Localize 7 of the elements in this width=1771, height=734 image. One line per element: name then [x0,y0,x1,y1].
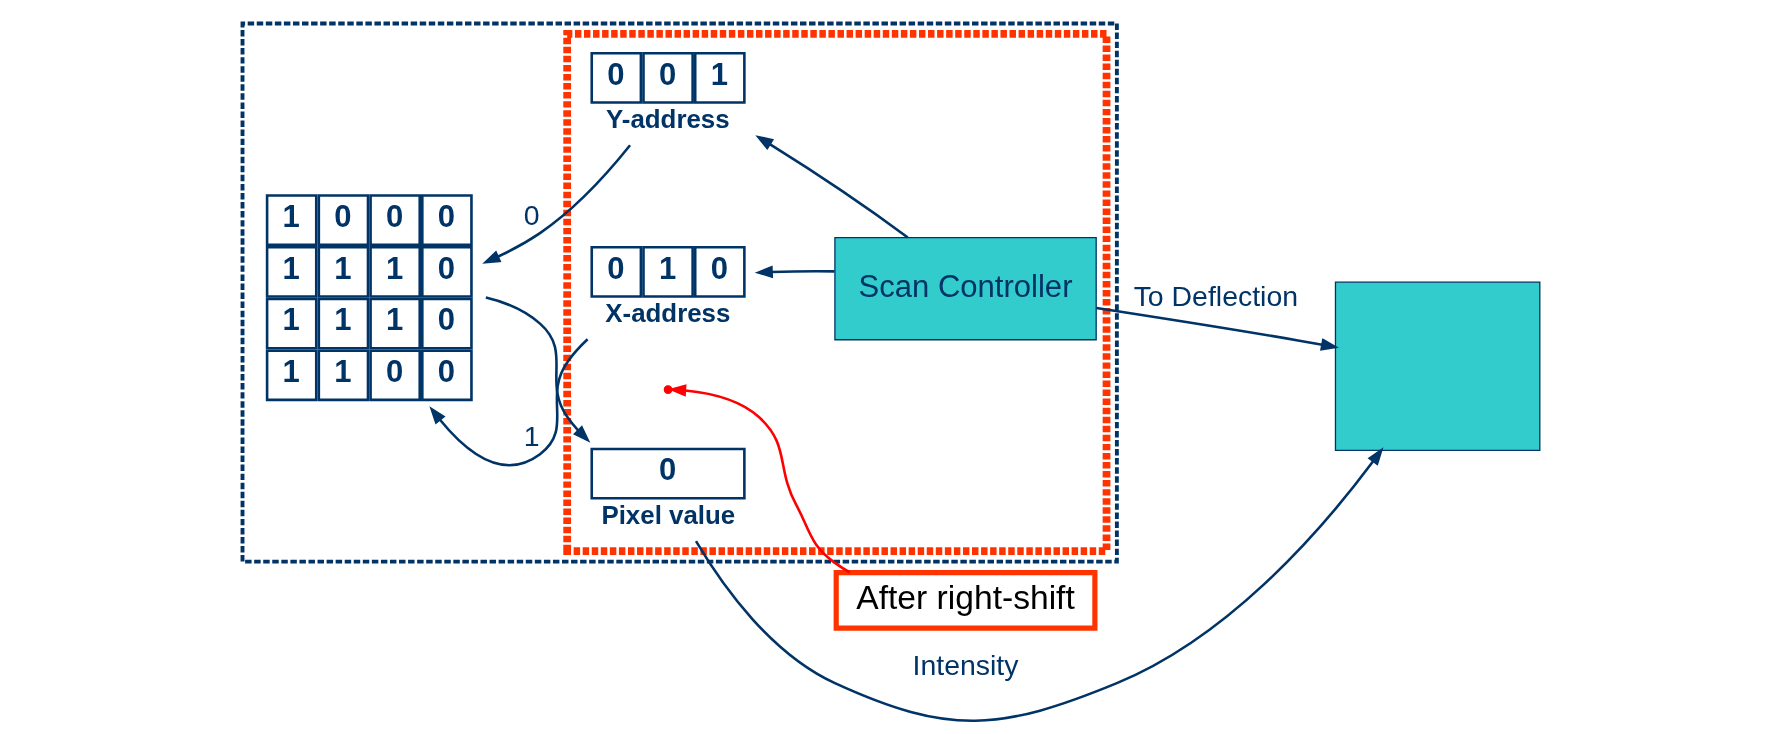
node-label: X-address [604,299,730,328]
edge-label: Intensity [912,648,1018,681]
edge-label: 0 [523,198,540,231]
edge-label: 1 [523,419,540,452]
edge-label: To Deflection [1133,280,1298,313]
node-label: Pixel value [600,501,735,530]
node-label: Y-address [605,105,730,134]
